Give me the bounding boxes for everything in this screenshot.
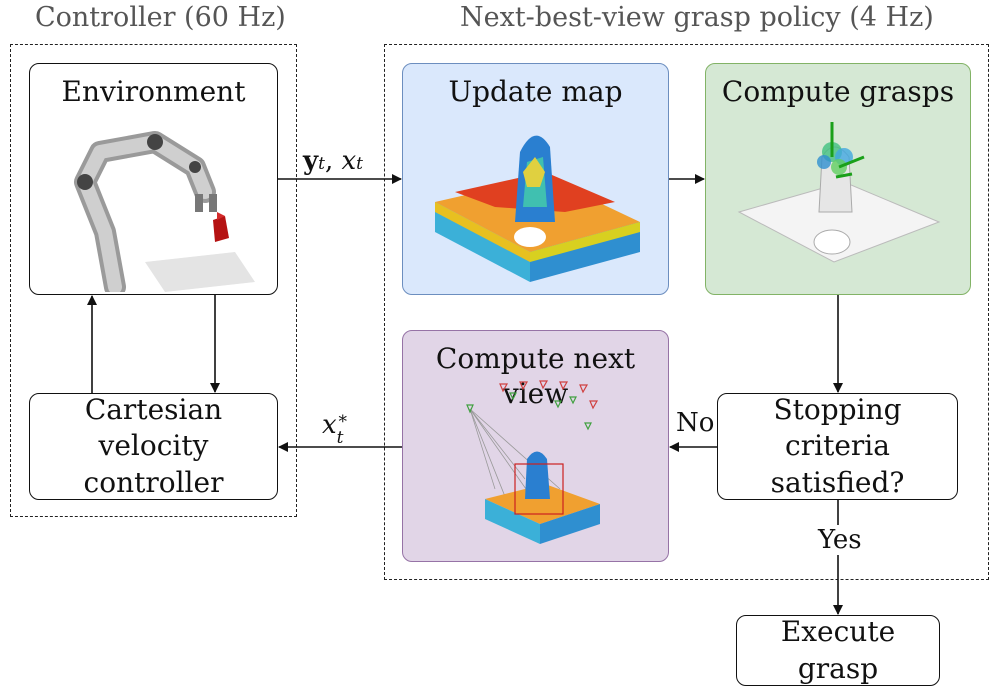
voxel-map-image [435,135,640,282]
observation-state-label: yt, xt [303,146,363,176]
compute-grasps-label: Compute grasps [721,75,955,108]
controller-group [10,44,297,517]
yes-edge-label: Yes [818,525,862,555]
velocity-controller-label-line2: controller [83,465,224,499]
policy-group [384,44,989,580]
compute-grasps-node[interactable]: Compute grasps [705,63,971,295]
environment-label: Environment [61,75,246,108]
stopping-criteria-label-line2: satisfied? [770,465,905,499]
update-map-node[interactable]: Update map [402,63,669,295]
grasp-candidates-image [737,122,941,263]
stopping-criteria-node[interactable]: Stopping criteria satisfied? [717,393,958,500]
next-view-node[interactable]: Compute next view [402,330,669,562]
velocity-controller-label-line1: Cartesian velocity [84,392,223,463]
policy-group-title: Next-best-view grasp policy (4 Hz) [460,2,934,33]
execute-grasp-node[interactable]: Execute grasp [736,615,940,686]
robot-arm-image [74,131,255,292]
update-map-label: Update map [448,75,623,108]
stopping-criteria-label-line1: Stopping criteria [773,392,902,463]
target-view-label: xt* [322,410,348,448]
environment-node[interactable]: Environment [29,63,278,295]
execute-grasp-label: Execute grasp [780,615,896,685]
controller-group-title: Controller (60 Hz) [35,2,286,33]
no-edge-label: No [676,408,715,438]
next-view-image [466,380,600,544]
velocity-controller-node[interactable]: Cartesian velocity controller [29,393,278,500]
